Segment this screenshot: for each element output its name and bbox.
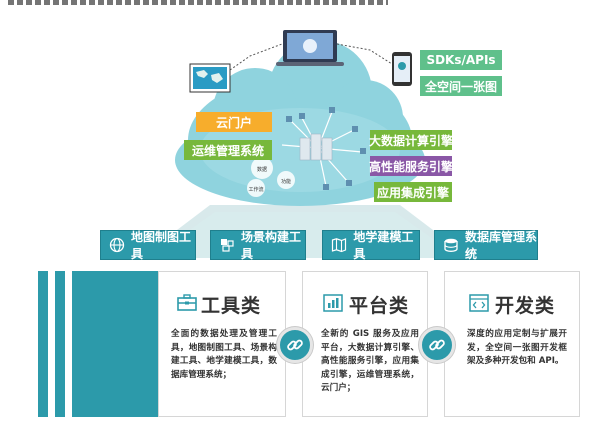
tool-label: 地学建模工具 <box>353 230 414 261</box>
card-title: 开发类 <box>495 295 556 317</box>
tag-ops-management: 运维管理系统 <box>184 140 272 160</box>
map-window-icon <box>189 63 231 93</box>
card-development: 开发类 深度的应用定制与扩展开发，全空间一张图开发框架及多种开发包和 API。 <box>444 271 580 417</box>
tool-scene-building: 场景构建工具 <box>210 230 306 261</box>
globe-icon <box>109 236 125 254</box>
tool-geo-modeling: 地学建模工具 <box>322 230 420 261</box>
toolbox-icon <box>177 294 197 311</box>
card-description: 深度的应用定制与扩展开发，全空间一张图开发框架及多种开发包和 API。 <box>467 329 567 367</box>
cube-icon <box>219 236 235 254</box>
card-description: 全新的 GIS 服务及应用平台，大数据计算引擎、高性能服务引擎，应用集成引擎，运… <box>321 329 419 394</box>
database-icon <box>443 236 459 254</box>
cropped-header-text <box>8 0 388 5</box>
tag-space-one-map: 全空间一张图 <box>420 76 502 96</box>
card-title: 工具类 <box>201 295 262 317</box>
phone-icon <box>392 52 412 86</box>
tool-label: 地图制图工具 <box>131 230 192 261</box>
tool-label: 数据库管理系统 <box>465 230 538 261</box>
bar-chart-icon <box>323 294 343 312</box>
chain-link-icon <box>429 339 445 351</box>
tag-bigdata-engine: 大数据计算引擎 <box>369 130 453 150</box>
card-platform: 平台类 全新的 GIS 服务及应用平台，大数据计算引擎、高性能服务引擎，应用集成… <box>302 271 428 417</box>
code-window-icon <box>469 294 489 312</box>
tool-database-management: 数据库管理系统 <box>434 230 538 261</box>
network-graph: 数据 工作流 功能 <box>247 107 366 197</box>
link-connector-2 <box>419 327 455 363</box>
tag-app-integration-engine: 应用集成引擎 <box>374 182 452 202</box>
decorative-bars <box>38 271 158 417</box>
tool-label: 场景构建工具 <box>241 230 302 261</box>
card-description: 全面的数据处理及管理工具，地图制图工具、场景构建工具、地学建模工具，数据库管理系… <box>171 329 277 380</box>
card-tools: 工具类 全面的数据处理及管理工具，地图制图工具、场景构建工具、地学建模工具，数据… <box>158 271 286 417</box>
network-label-workflow: 工作流 <box>248 186 263 193</box>
link-connector-1 <box>277 327 313 363</box>
laptop-icon <box>276 30 344 66</box>
tag-cloud-portal: 云门户 <box>196 112 272 132</box>
tag-hp-service-engine: 高性能服务引擎 <box>369 156 453 176</box>
network-label-function: 功能 <box>281 178 291 185</box>
network-label-data: 数据 <box>257 166 267 173</box>
chain-link-icon <box>287 339 303 351</box>
map-icon <box>331 236 347 254</box>
card-title: 平台类 <box>349 295 410 317</box>
tag-sdks-apis: SDKs/APIs <box>420 50 502 70</box>
tool-map-making: 地图制图工具 <box>100 230 196 261</box>
